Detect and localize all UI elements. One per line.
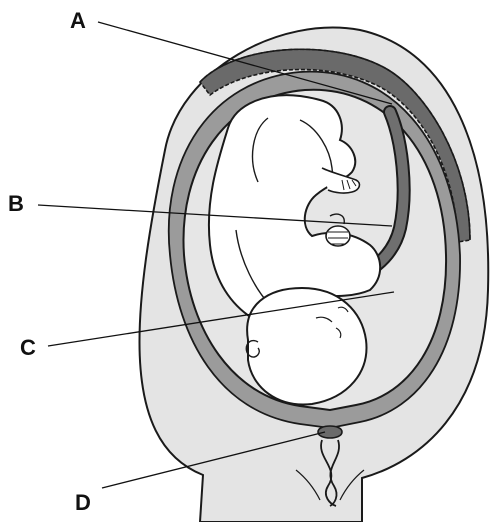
label-c: C bbox=[20, 335, 36, 360]
label-d: D bbox=[75, 490, 91, 515]
label-b: B bbox=[8, 191, 24, 216]
label-a: A bbox=[70, 8, 86, 33]
